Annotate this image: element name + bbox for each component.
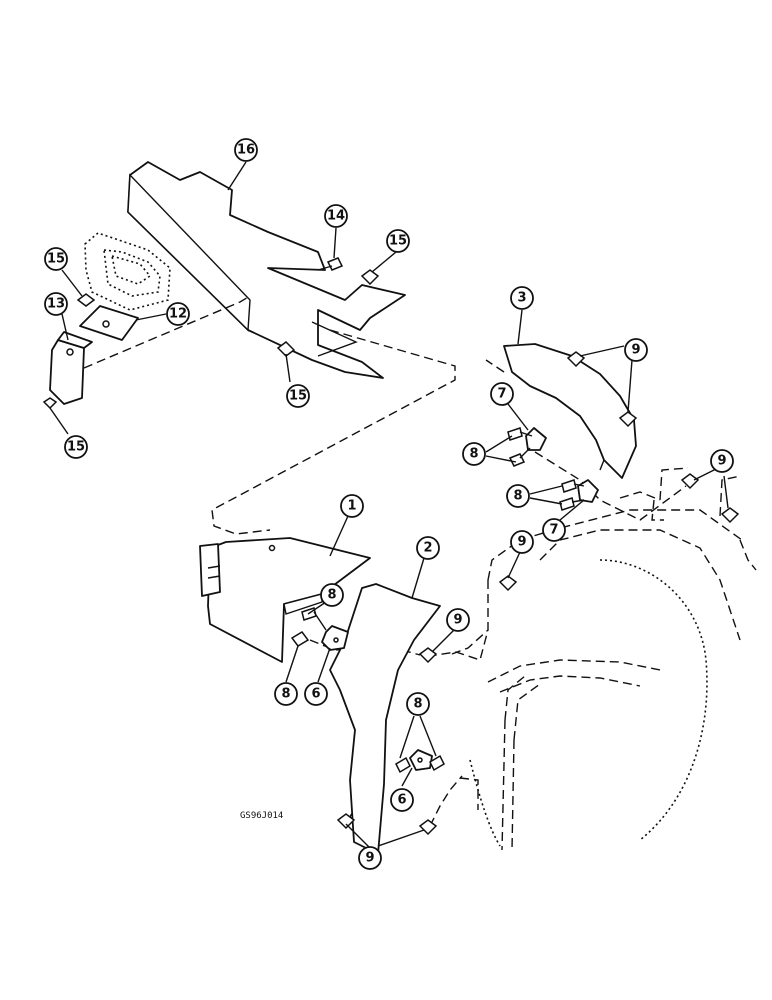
svg-text:8: 8 xyxy=(469,447,478,462)
callout-6: 6 xyxy=(390,788,414,812)
radiator-frame xyxy=(459,467,757,851)
callout-15: 15 xyxy=(64,435,88,459)
svg-text:9: 9 xyxy=(717,454,726,469)
part-1-shield-box xyxy=(199,537,371,663)
assembly-dashed-lines xyxy=(83,295,687,827)
svg-text:7: 7 xyxy=(549,523,558,538)
callout-9: 9 xyxy=(510,530,534,554)
svg-text:8: 8 xyxy=(327,588,336,603)
callout-15: 15 xyxy=(386,229,410,253)
svg-text:9: 9 xyxy=(631,343,640,358)
hardware-fasteners xyxy=(42,257,740,836)
svg-text:12: 12 xyxy=(169,307,187,322)
svg-text:8: 8 xyxy=(413,697,422,712)
svg-text:3: 3 xyxy=(517,291,526,306)
callout-8: 8 xyxy=(406,692,430,716)
svg-text:14: 14 xyxy=(327,209,345,224)
callout-8: 8 xyxy=(506,484,530,508)
callout-7: 7 xyxy=(490,382,514,406)
callout-9: 9 xyxy=(446,608,470,632)
svg-text:15: 15 xyxy=(67,440,85,455)
callout-6: 6 xyxy=(304,682,328,706)
part-2-curved-shield xyxy=(329,583,441,855)
callout-8: 8 xyxy=(462,442,486,466)
svg-text:15: 15 xyxy=(47,252,65,267)
svg-text:2: 2 xyxy=(423,541,432,556)
svg-text:15: 15 xyxy=(389,234,407,249)
svg-text:9: 9 xyxy=(517,535,526,550)
svg-text:6: 6 xyxy=(311,687,320,702)
callout-16: 16 xyxy=(234,138,258,162)
svg-text:16: 16 xyxy=(237,143,255,158)
svg-text:8: 8 xyxy=(513,489,522,504)
part-3-curved-shield xyxy=(503,343,637,479)
callout-9: 9 xyxy=(710,449,734,473)
callout-2: 2 xyxy=(416,536,440,560)
callout-9: 9 xyxy=(358,846,382,870)
callout-1: 1 xyxy=(340,494,364,518)
part-12-seat-outline xyxy=(84,232,171,311)
svg-text:9: 9 xyxy=(453,613,462,628)
svg-text:7: 7 xyxy=(497,387,506,402)
svg-text:8: 8 xyxy=(281,687,290,702)
reference-code: GS96J014 xyxy=(240,811,283,821)
svg-text:6: 6 xyxy=(397,793,406,808)
callout-12: 12 xyxy=(166,302,190,326)
callout-14: 14 xyxy=(324,204,348,228)
svg-text:1: 1 xyxy=(347,499,356,514)
svg-text:13: 13 xyxy=(47,297,65,312)
svg-text:15: 15 xyxy=(289,389,307,404)
part-16-shield xyxy=(127,161,406,379)
callout-3: 3 xyxy=(510,286,534,310)
callout-9: 9 xyxy=(624,338,648,362)
callout-8: 8 xyxy=(320,583,344,607)
callout-leaders xyxy=(49,161,729,849)
callout-15: 15 xyxy=(44,247,68,271)
callout-13: 13 xyxy=(44,292,68,316)
svg-text:9: 9 xyxy=(365,851,374,866)
callout-7: 7 xyxy=(542,518,566,542)
part-12-plate xyxy=(79,305,139,341)
callout-15: 15 xyxy=(286,384,310,408)
callout-8: 8 xyxy=(274,682,298,706)
